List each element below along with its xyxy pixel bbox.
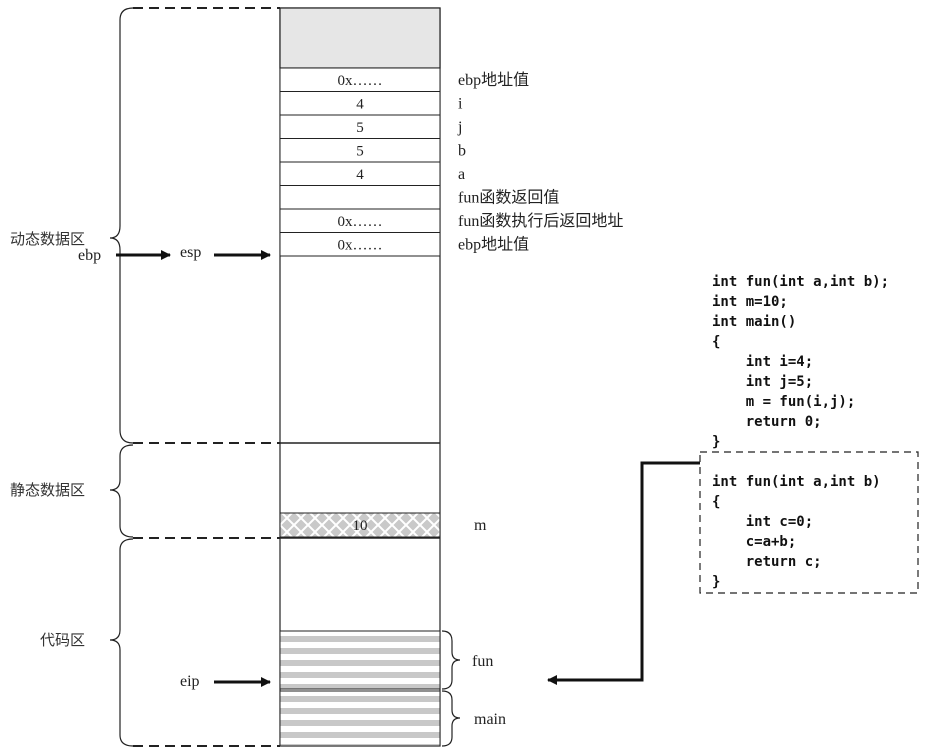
stack-cell-label: ebp地址值 (458, 236, 529, 254)
zone-label-dynamic: 动态数据区 (10, 230, 85, 248)
code-block-fun (279, 630, 441, 690)
esp-register-label: esp (180, 244, 201, 261)
fun-source-box (699, 451, 919, 594)
stack-cell-value: 5 (356, 144, 364, 160)
stack-cell-label: ebp地址值 (458, 71, 529, 89)
code-block-fun-label: fun (472, 653, 493, 670)
stack-cell (279, 232, 441, 257)
stack-frame: 0x…… ebp地址值 4 i 5 j 5 b 4 a fun函数返回值 0x…… fun函数执行后返回… (279, 67, 623, 257)
stack-cell-value: 5 (356, 120, 364, 136)
code-block-main (279, 690, 441, 747)
stack-cell-value: 4 (356, 167, 364, 183)
main-source-code: int fun(int a,int b); int m=10; int main… (712, 274, 890, 450)
static-zone-brace (109, 444, 134, 538)
fun-source-code: int fun(int a,int b) { int c=0; c=a+b; r… (712, 474, 881, 590)
ebp-register-label: ebp (78, 247, 101, 264)
stack-cell-value: 0x…… (338, 238, 383, 254)
stack-cell-label: fun函数执行后返回地址 (458, 212, 623, 230)
static-cell-label: m (474, 517, 487, 534)
stack-cell-label: fun函数返回值 (458, 189, 559, 207)
stack-cell-label: a (458, 166, 465, 183)
main-brace (441, 690, 461, 747)
stack-cell-label: j (457, 119, 462, 136)
stack-cell-label: b (458, 143, 466, 160)
stack-cell-label: i (458, 96, 463, 113)
fun-brace (441, 630, 461, 690)
static-cell-m (279, 512, 441, 538)
stack-cell (279, 185, 441, 210)
code-zone-brace (109, 538, 134, 747)
stack-cell-value: 0x…… (338, 214, 383, 230)
fun-source-connector (547, 461, 700, 685)
stack-top-unused (279, 7, 441, 69)
zone-label-static: 静态数据区 (10, 481, 85, 499)
stack-cell-value: 4 (356, 97, 364, 113)
code-block-main-label: main (474, 711, 506, 728)
dynamic-zone-brace (109, 7, 134, 444)
stack-cell-value: 0x…… (338, 73, 383, 89)
zone-label-code: 代码区 (40, 631, 85, 649)
static-cell-value: 10 (353, 518, 368, 534)
eip-register-label: eip (180, 673, 200, 690)
